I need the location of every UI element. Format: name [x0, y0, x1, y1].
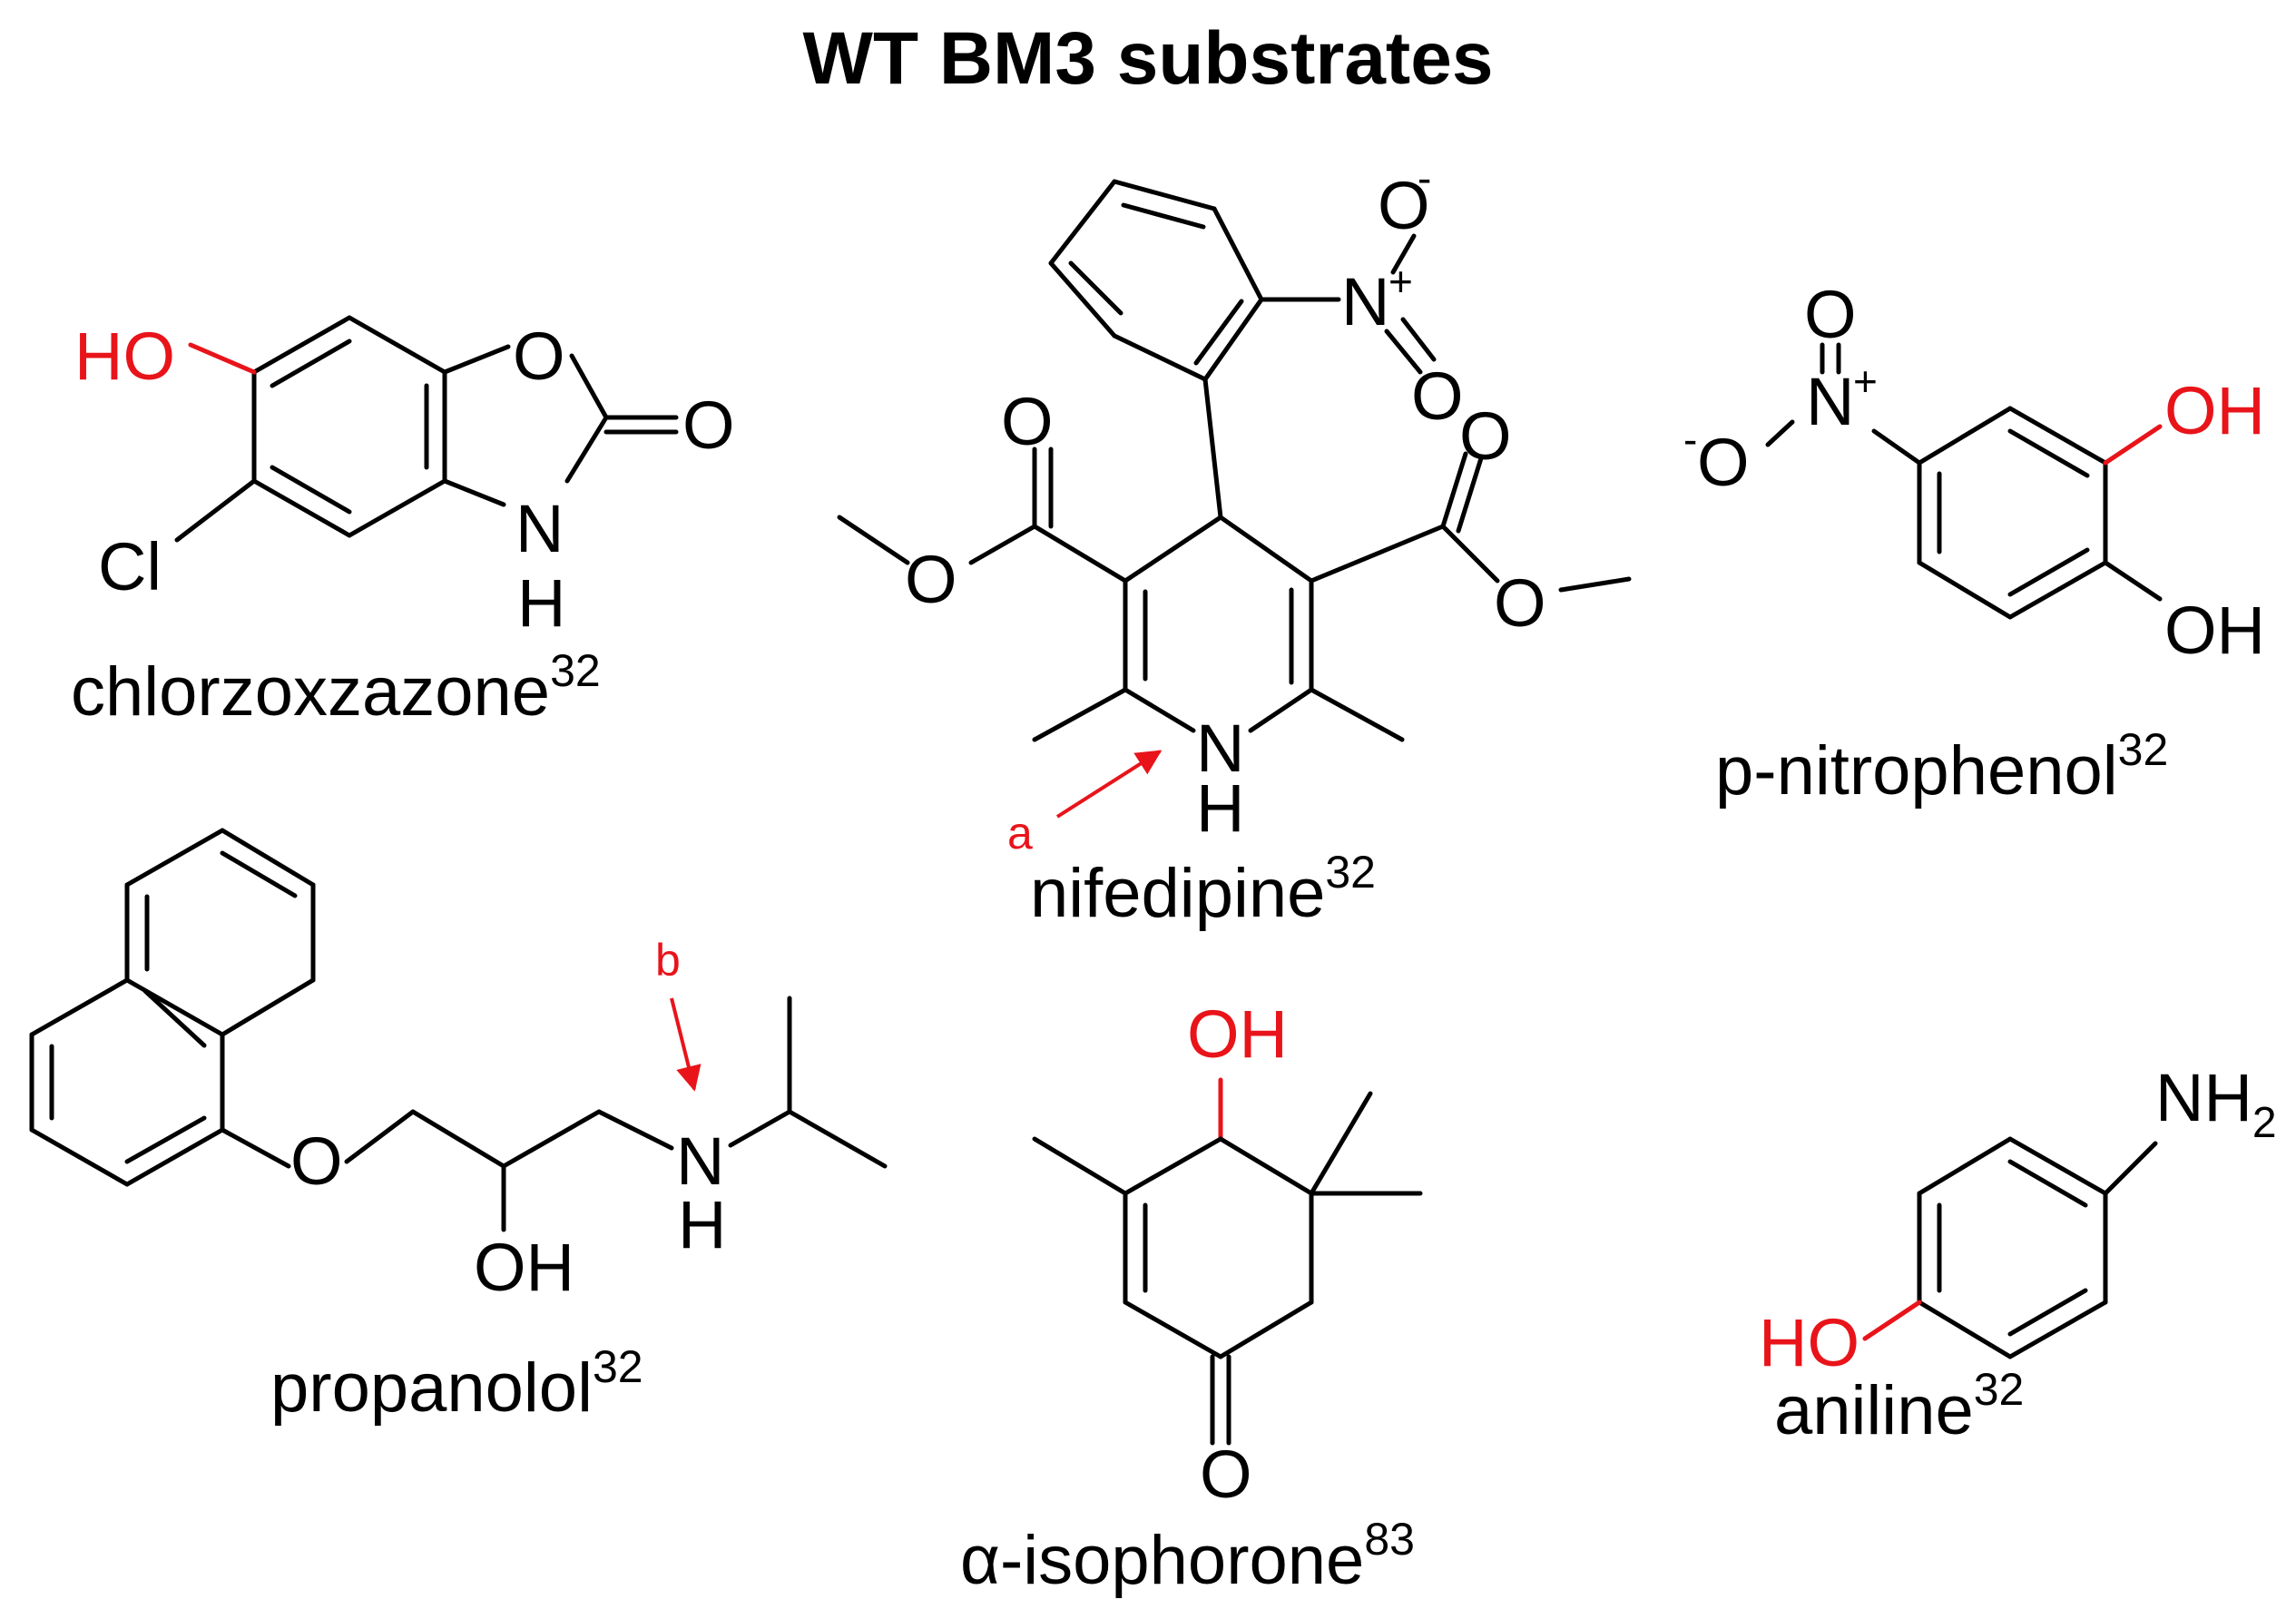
p-nitrophenol-minus-charge: - — [1683, 416, 1697, 463]
p-nitrophenol-red-hydroxyl-label: OH — [2164, 373, 2265, 448]
compound-name-aniline: aniline32 — [1774, 1364, 2024, 1449]
propanolol-structure — [29, 828, 888, 1232]
p-nitrophenol-nitro-oxygen-label: O — [1804, 277, 1857, 352]
chlorzoxazone-ring-oxygen-label: O — [513, 319, 565, 394]
nifedipine-plus-charge: + — [1388, 258, 1413, 305]
compound-ref-propanolol: 32 — [593, 1341, 643, 1392]
compound-ref-chlorzoxzazone: 32 — [550, 645, 601, 696]
aniline-structure — [1862, 1136, 2158, 1359]
nifedipine-nitrogen-label: N — [1196, 711, 1244, 786]
nifedipine-right-ester-oxygen-label: O — [1494, 565, 1546, 641]
nifedipine-left-ester-oxygen-label: O — [905, 542, 957, 617]
compound-ref-isophorone: 83 — [1364, 1514, 1415, 1565]
chlorzoxazone-structure — [174, 315, 679, 543]
compound-ref-nifedipine: 32 — [1325, 847, 1376, 898]
nifedipine-nitro-oxygen-label: O — [1411, 358, 1464, 434]
p-nitrophenol-nitro-oxygen-anion-label: O — [1697, 425, 1750, 500]
aniline-hydroxyl-label: HO — [1759, 1305, 1859, 1380]
compound-name-chlorzoxzazone: chlorzoxzazone32 — [71, 645, 601, 731]
nifedipine-structure — [837, 179, 1632, 742]
chlorzoxazone-nh-hydrogen-label: H — [517, 565, 565, 641]
isophorone-structure — [1032, 1077, 1423, 1446]
nifedipine-nitro-nitrogen-label: N — [1341, 264, 1389, 339]
compound-name-nifedipine: nifedipine32 — [1030, 847, 1376, 932]
compound-ref-aniline: 32 — [1974, 1364, 2025, 1415]
compound-name-p-nitrophenol: p-nitrophenol32 — [1715, 724, 2168, 810]
chlorzoxazone-chlorine-label: Cl — [98, 529, 162, 604]
p-nitrophenol-plus-charge: + — [1853, 358, 1878, 405]
nifedipine-nh-hydrogen-label: H — [1196, 770, 1244, 846]
annotation-arrow-b — [670, 997, 702, 1092]
compound-name-isophorone: α-isophorone83 — [960, 1514, 1415, 1599]
propanolol-ether-oxygen-label: O — [290, 1123, 343, 1199]
compound-ref-p-nitrophenol: 32 — [2118, 724, 2169, 775]
propanolol-nitrogen-label: N — [676, 1123, 724, 1199]
propanolol-hydroxyl-label: OH — [474, 1230, 574, 1305]
nifedipine-left-carbonyl-oxygen-label: O — [1001, 384, 1054, 459]
aniline-amine-label: NH2 — [2155, 1060, 2277, 1147]
chlorzoxazone-hydroxyl-label: HO — [74, 319, 175, 394]
compound-name-propanolol: propanolol32 — [270, 1341, 643, 1427]
chlorzoxazone-carbonyl-oxygen-label: O — [682, 388, 735, 463]
p-nitrophenol-structure — [1765, 342, 2163, 620]
p-nitrophenol-hydroxyl-label: OH — [2164, 593, 2265, 668]
isophorone-carbonyl-oxygen-label: O — [1200, 1437, 1252, 1512]
nifedipine-nitro-oxygen-anion-label: O — [1378, 168, 1430, 243]
propanolol-nh-hydrogen-label: H — [678, 1187, 726, 1262]
p-nitrophenol-nitrogen-label: N — [1806, 364, 1854, 439]
annotation-arrow-a — [1055, 750, 1163, 819]
figure-title: WT BM3 substrates — [803, 17, 1494, 100]
annotation-label-a: a — [1007, 808, 1033, 859]
nifedipine-right-carbonyl-oxygen-label: O — [1459, 398, 1512, 474]
chlorzoxazone-nitrogen-label: N — [515, 491, 564, 566]
nifedipine-minus-charge: - — [1418, 154, 1431, 201]
annotation-label-b: b — [655, 935, 681, 986]
isophorone-hydroxyl-label: OH — [1187, 996, 1288, 1072]
